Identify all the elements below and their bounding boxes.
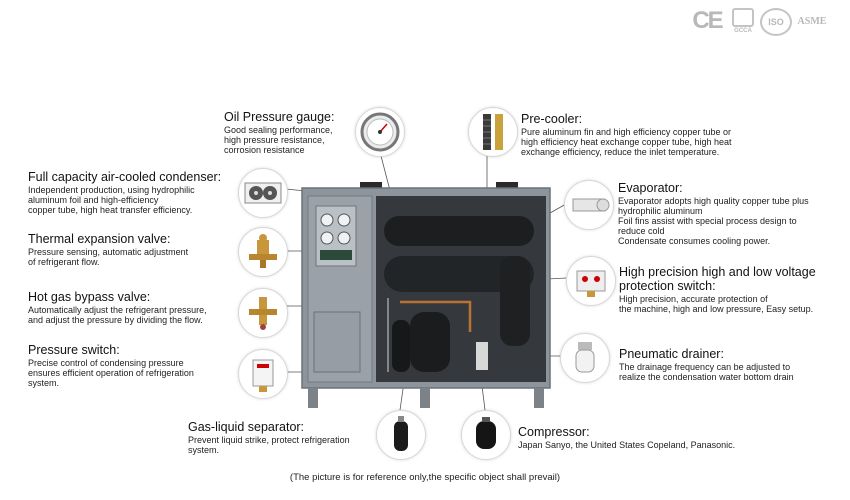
fan-icon <box>244 182 282 204</box>
drainer-image <box>560 333 610 383</box>
pressure-switch-desc: Precise control of condensing pressure e… <box>28 358 194 388</box>
evaporator-icon <box>572 198 610 212</box>
pressure-gauge-icon <box>360 112 400 152</box>
bypass-valve-label: Hot gas bypass valve: Automatically adju… <box>28 290 238 325</box>
drainer-title: Pneumatic drainer: <box>619 347 724 361</box>
pre-cooler-desc: Pure aluminum fin and high efficiency co… <box>521 127 732 157</box>
oil-gauge-image <box>355 107 405 157</box>
condenser-desc: Independent production, using hydrophili… <box>28 185 195 215</box>
hl-switch-desc: High precision, accurate protection of t… <box>619 294 814 314</box>
asme-logo: ASME <box>794 8 830 34</box>
compressor-icon <box>476 417 496 449</box>
iso-logo-text: ISO <box>768 17 784 27</box>
hl-switch-title: High precision high and low voltage prot… <box>619 265 816 293</box>
pressure-switch-title: Pressure switch: <box>28 343 120 357</box>
oil-gauge-title: Oil Pressure gauge: <box>224 110 335 124</box>
separator-tank-icon <box>394 416 408 451</box>
separator-label: Gas-liquid separator: Prevent liquid str… <box>188 420 373 455</box>
compressor-title: Compressor: <box>518 425 590 439</box>
gcca-logo: GCCA <box>730 8 756 34</box>
expansion-valve-desc: Pressure sensing, automatic adjustment o… <box>28 247 189 267</box>
pre-cooler-label: Pre-cooler: Pure aluminum fin and high e… <box>521 112 761 157</box>
evaporator-desc: Evaporator adopts high quality copper tu… <box>618 196 809 246</box>
iso-logo: ISO <box>760 8 792 36</box>
condenser-image <box>238 168 288 218</box>
drainer-desc: The drainage frequency can be adjusted t… <box>619 362 794 382</box>
drainer-label: Pneumatic drainer: The drainage frequenc… <box>619 347 841 382</box>
oil-gauge-desc: Good sealing performance, high pressure … <box>224 125 333 155</box>
pre-cooler-image <box>468 107 518 157</box>
bypass-valve-image <box>238 288 288 338</box>
bypass-valve-title: Hot gas bypass valve: <box>28 290 151 304</box>
asme-logo-text: ASME <box>797 15 827 27</box>
hl-switch-icon <box>576 270 606 297</box>
oil-gauge-label: Oil Pressure gauge: Good sealing perform… <box>224 110 352 155</box>
pressure-switch-image <box>238 349 288 399</box>
bypass-valve-desc: Automatically adjust the refrigerant pre… <box>28 305 207 325</box>
separator-image <box>376 410 426 460</box>
expansion-valve-image <box>238 227 288 277</box>
hl-switch-label: High precision high and low voltage prot… <box>619 265 844 314</box>
ce-logo-text: CE <box>692 7 723 34</box>
bypass-valve-icon <box>249 297 277 330</box>
reference-note: (The picture is for reference only,the s… <box>289 472 561 483</box>
expansion-valve-label: Thermal expansion valve: Pressure sensin… <box>28 232 233 267</box>
hl-switch-image <box>566 256 616 306</box>
condenser-title: Full capacity air-cooled condenser: <box>28 170 222 184</box>
gcca-glyph-icon <box>732 8 754 27</box>
valve-icon <box>249 234 277 268</box>
expansion-valve-title: Thermal expansion valve: <box>28 232 171 246</box>
finned-tube-icon <box>483 114 503 150</box>
condenser-label: Full capacity air-cooled condenser: Inde… <box>28 170 238 215</box>
evaporator-label: Evaporator: Evaporator adopts high quali… <box>618 181 840 246</box>
evaporator-image <box>564 180 614 230</box>
air-dryer-machine <box>300 180 552 410</box>
evaporator-title: Evaporator: <box>618 181 683 195</box>
separator-desc: Prevent liquid strike, protect refrigera… <box>188 435 350 455</box>
gcca-logo-text: GCCA <box>734 28 752 34</box>
compressor-image <box>461 410 511 460</box>
pressure-switch-label: Pressure switch: Precise control of cond… <box>28 343 238 388</box>
compressor-desc: Japan Sanyo, the United States Copeland,… <box>518 440 736 450</box>
pressure-switch-icon <box>252 359 274 392</box>
ce-logo: CE <box>692 7 723 34</box>
pre-cooler-title: Pre-cooler: <box>521 112 583 126</box>
drainer-icon <box>575 342 595 373</box>
air-dryer-illustration <box>301 180 551 408</box>
compressor-label: Compressor: Japan Sanyo, the United Stat… <box>518 425 778 450</box>
separator-title: Gas-liquid separator: <box>188 420 305 434</box>
